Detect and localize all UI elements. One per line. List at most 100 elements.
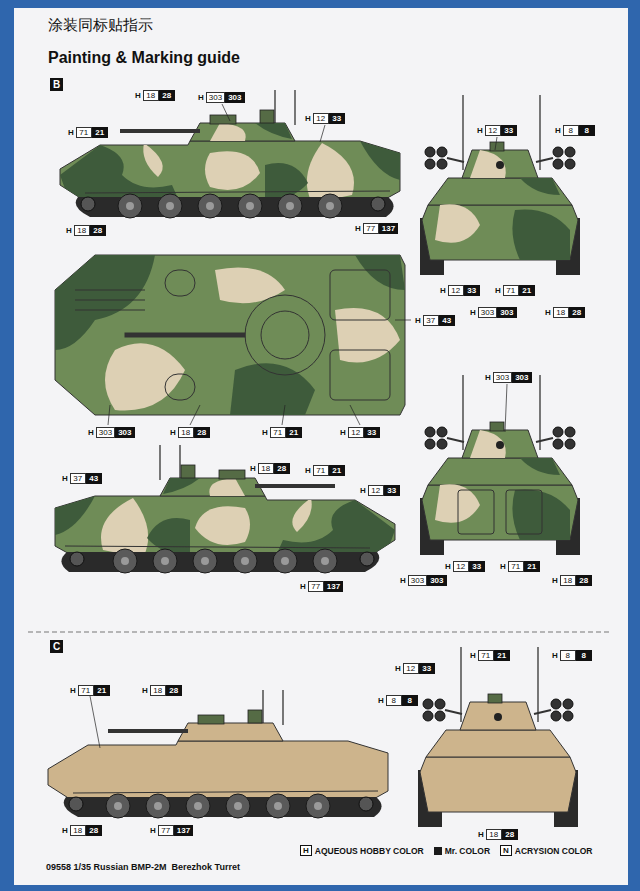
color-callout: H7121 (70, 685, 110, 695)
color-callout: H1233 (477, 125, 517, 135)
paint-brand: H (485, 373, 491, 382)
color-callout: H1828 (552, 575, 592, 585)
color-callout: H7121 (68, 127, 108, 137)
paint-code: 33 (384, 485, 400, 496)
title-chinese: 涂装同标贴指示 (48, 16, 153, 35)
paint-brand: H (150, 826, 156, 835)
paint-code: 303 (512, 372, 531, 383)
paint-number: 71 (76, 127, 92, 138)
title: Painting & Marking guide (48, 49, 240, 67)
paint-brand: H (62, 826, 68, 835)
legend-sample: H (300, 845, 312, 856)
paint-brand: H (552, 651, 558, 660)
paint-number: 12 (448, 285, 464, 296)
legend-text: ACRYSION COLOR (515, 846, 593, 856)
paint-brand: H (170, 428, 176, 437)
paint-number: 12 (348, 427, 364, 438)
paint-number: 18 (143, 90, 159, 101)
color-callout: H303303 (198, 92, 245, 102)
color-callout: H1828 (135, 90, 175, 100)
paint-number: 18 (150, 685, 166, 696)
paint-code: 28 (166, 685, 182, 696)
paint-number: 71 (478, 650, 494, 661)
paint-number: 18 (553, 307, 569, 318)
paint-number: 18 (258, 463, 274, 474)
section-letter: C (50, 640, 63, 653)
paint-code: 137 (379, 223, 398, 234)
paint-code: 21 (524, 561, 540, 572)
color-callout: H3743 (415, 315, 455, 325)
paint-number: 12 (453, 561, 469, 572)
paint-brand: H (62, 474, 68, 483)
color-callout: H1233 (340, 427, 380, 437)
color-callout: H1233 (395, 663, 435, 673)
paint-number: 18 (70, 825, 86, 836)
paint-number: 8 (563, 125, 579, 136)
paint-brand: H (66, 226, 72, 235)
paint-number: 303 (206, 92, 225, 103)
paint-number: 37 (70, 473, 86, 484)
paint-number: 12 (313, 113, 329, 124)
color-callout: H1828 (66, 225, 106, 235)
color-callout: H1828 (62, 825, 102, 835)
color-callout: H77137 (150, 825, 193, 835)
color-callout: H303303 (88, 427, 135, 437)
color-callout: H303303 (400, 575, 447, 585)
legend-text: AQUEOUS HOBBY COLOR (315, 846, 424, 856)
paint-brand: H (470, 651, 476, 660)
color-callout: H88 (552, 650, 592, 660)
paint-code: 8 (402, 695, 418, 706)
paint-code: 21 (519, 285, 535, 296)
paint-brand: H (395, 664, 401, 673)
paint-code: 28 (86, 825, 102, 836)
paint-brand: H (250, 464, 256, 473)
color-callout: H7121 (470, 650, 510, 660)
paint-code: 21 (494, 650, 510, 661)
paint-code: 28 (576, 575, 592, 586)
paint-code: 28 (159, 90, 175, 101)
legend-text: Mr. COLOR (445, 846, 490, 856)
paint-code: 21 (286, 427, 302, 438)
paint-brand: H (555, 126, 561, 135)
paint-code: 8 (579, 125, 595, 136)
color-callout: H1233 (440, 285, 480, 295)
color-callout: H7121 (495, 285, 535, 295)
paint-brand: H (552, 576, 558, 585)
paint-code: 21 (94, 685, 110, 696)
paint-code: 33 (419, 663, 435, 674)
paint-code: 28 (194, 427, 210, 438)
paint-code: 21 (329, 465, 345, 476)
caption: 09558 1/35 Russian BMP-2M Berezhok Turre… (46, 862, 240, 872)
paint-brand: H (545, 308, 551, 317)
paint-code: 33 (364, 427, 380, 438)
paint-number: 18 (74, 225, 90, 236)
paint-brand: H (445, 562, 451, 571)
color-callout: H1828 (142, 685, 182, 695)
paint-number: 77 (363, 223, 379, 234)
paint-brand: H (305, 466, 311, 475)
paint-code: 8 (576, 650, 592, 661)
paint-number: 12 (403, 663, 419, 674)
paint-code: 33 (469, 561, 485, 572)
paint-code: 33 (464, 285, 480, 296)
paint-code: 303 (225, 92, 244, 103)
paint-brand: H (88, 428, 94, 437)
paint-brand: H (360, 486, 366, 495)
color-callout: H3743 (62, 473, 102, 483)
paint-brand: H (415, 316, 421, 325)
legend-sample: N (500, 845, 512, 856)
paint-brand: H (495, 286, 501, 295)
paint-code: 28 (569, 307, 585, 318)
paint-brand: H (135, 91, 141, 100)
paint-number: 71 (78, 685, 94, 696)
section-letter: B (50, 78, 63, 91)
paint-number: 303 (478, 307, 497, 318)
paint-number: 303 (96, 427, 115, 438)
paint-code: 33 (329, 113, 345, 124)
paint-brand: H (500, 562, 506, 571)
paint-number: 8 (386, 695, 402, 706)
paint-brand: H (142, 686, 148, 695)
paint-number: 77 (158, 825, 174, 836)
paint-code: 28 (90, 225, 106, 236)
